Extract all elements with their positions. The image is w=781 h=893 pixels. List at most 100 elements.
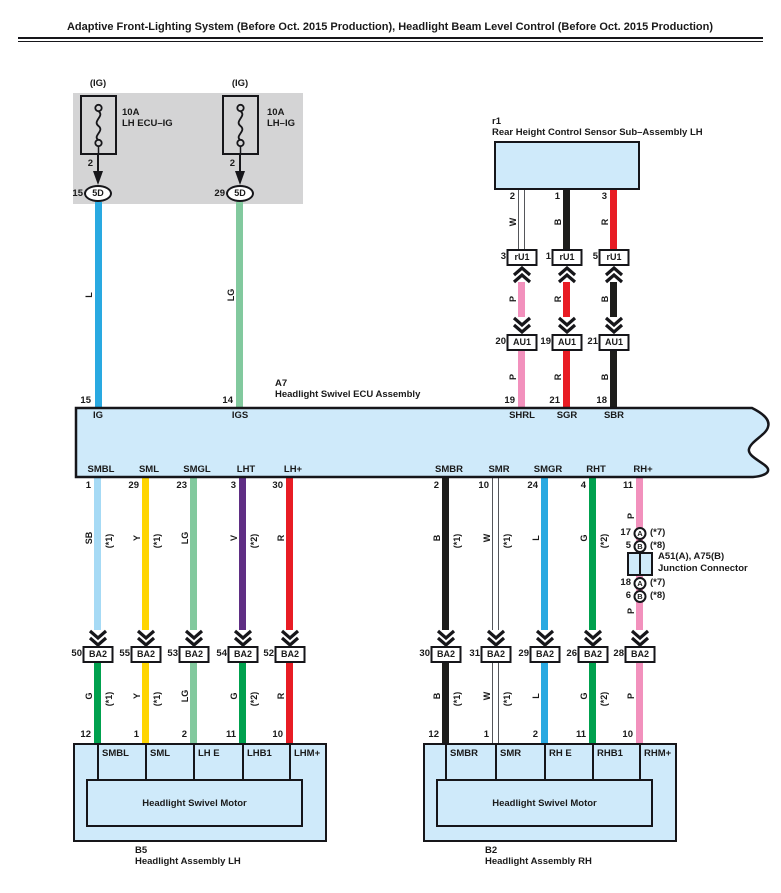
connector-pin: 29: [518, 648, 529, 659]
wire-r1-w: [518, 190, 525, 249]
connector-ru1: rU1: [551, 249, 583, 266]
wire-code: R: [276, 692, 286, 700]
wire-smgr-up: [541, 476, 548, 630]
wire-lhp-up: [286, 476, 293, 630]
junction-pin: 18: [620, 577, 631, 588]
motor-pin: 11: [225, 729, 236, 740]
wire-code: P: [626, 692, 636, 700]
wire-code: LG: [180, 531, 190, 545]
cell-divider: [592, 745, 594, 780]
ecu-pin: 15: [80, 395, 91, 406]
wire-smgl-dn: [190, 663, 197, 743]
fuse-ig-label: (IG): [89, 78, 107, 89]
junction-pin: 17: [620, 527, 631, 538]
wire-code: G: [84, 692, 94, 700]
wire-rht-up: [589, 476, 596, 630]
ecu-pin: 4: [580, 480, 586, 491]
junction-divider: [639, 554, 641, 574]
motor-pin: 12: [428, 729, 439, 740]
wire-seg2-b: [610, 282, 617, 317]
junction-note: (*8): [650, 590, 666, 601]
cell-divider: [193, 745, 195, 780]
arrow-up-icon: [512, 266, 532, 284]
wire-note: (*2): [249, 691, 259, 707]
wire-code: B: [432, 692, 442, 700]
junction-note: (*8): [650, 540, 666, 551]
wire-code: Y: [132, 534, 142, 542]
fuse-lead: [239, 155, 241, 173]
junction-subtitle: Junction Connector: [658, 563, 748, 574]
motor-pin: 10: [272, 729, 283, 740]
wire-note: (*1): [152, 533, 162, 549]
connector-ba2: BA2: [624, 646, 656, 663]
wire-code: R: [600, 218, 610, 226]
junction-pin: 6: [625, 590, 631, 601]
ecu-terminal: SHRL: [509, 410, 535, 421]
connector-ba2: BA2: [577, 646, 609, 663]
junction-connector-box: [627, 552, 653, 576]
connector-pin: 21: [587, 336, 598, 347]
wire-code: Y: [132, 692, 142, 700]
wire-note: (*2): [599, 691, 609, 707]
junction-ring-b: B: [633, 590, 647, 603]
wire-code: B: [600, 373, 610, 381]
ecu-pin: 3: [230, 480, 236, 491]
ecu-terminal: SMBR: [435, 464, 463, 475]
component-name: Headlight Assembly LH: [135, 856, 241, 867]
assembly-terminal: SML: [150, 748, 171, 759]
wire-note: (*1): [104, 691, 114, 707]
wire-ig: [95, 202, 102, 408]
assembly-terminal: SMBR: [450, 748, 478, 759]
motor-pin: 1: [133, 729, 139, 740]
ecu-terminal: SMR: [488, 464, 510, 475]
r1-pin: 3: [601, 191, 607, 202]
fuse-icon: [94, 103, 103, 155]
cell-divider: [289, 745, 291, 780]
component-code: B5: [135, 845, 148, 856]
wire-seg2-r: [563, 282, 570, 317]
ecu-pin: 23: [176, 480, 187, 491]
wire-smbr-dn: [442, 663, 449, 744]
wire-code: R: [553, 295, 563, 303]
connector-pin: 52: [263, 648, 274, 659]
wire-code: L: [84, 292, 94, 298]
arrow-down-icon: [557, 316, 577, 334]
motor-pin: 2: [532, 729, 538, 740]
connector-au1: AU1: [551, 334, 583, 351]
wire-code: P: [508, 373, 518, 381]
ecu-terminal: SMGL: [183, 464, 211, 475]
connector-pin: 53: [167, 648, 178, 659]
wire-smgl-up: [190, 476, 197, 630]
wire-note: (*2): [249, 533, 259, 549]
ecu-pin: 21: [549, 395, 560, 406]
page-title: Adaptive Front-Lighting System (Before O…: [66, 21, 714, 33]
component-name: Headlight Assembly RH: [485, 856, 592, 867]
wire-code: W: [508, 217, 518, 227]
connector-ba2: BA2: [274, 646, 306, 663]
arrow-down-icon: [184, 629, 204, 647]
connector-pin: 28: [613, 648, 624, 659]
connector-ba2: BA2: [130, 646, 162, 663]
r1-pin: 2: [509, 191, 515, 202]
ecu-terminal: SGR: [556, 410, 578, 421]
wire-code: G: [229, 692, 239, 700]
arrow-down-icon: [604, 316, 624, 334]
motor-pin: 10: [622, 729, 633, 740]
connector-5d: 5D: [84, 185, 112, 202]
fuse-box: [80, 95, 117, 155]
connector-ba2: BA2: [178, 646, 210, 663]
cell-divider: [445, 745, 447, 780]
wire-seg3-p: [518, 351, 525, 408]
wire-code: G: [579, 534, 589, 542]
assembly-terminal: RHM+: [644, 748, 672, 759]
connector-ba2: BA2: [480, 646, 512, 663]
ecu-terminal: RHT: [586, 464, 606, 475]
wire-code: V: [229, 534, 239, 542]
junction-pin: 5: [625, 540, 631, 551]
assembly-terminal: SMBL: [102, 748, 129, 759]
fuse-lead: [97, 155, 99, 173]
wire-rht-dn: [589, 663, 596, 744]
connector-au1: AU1: [506, 334, 538, 351]
ecu-pin: 18: [596, 395, 607, 406]
